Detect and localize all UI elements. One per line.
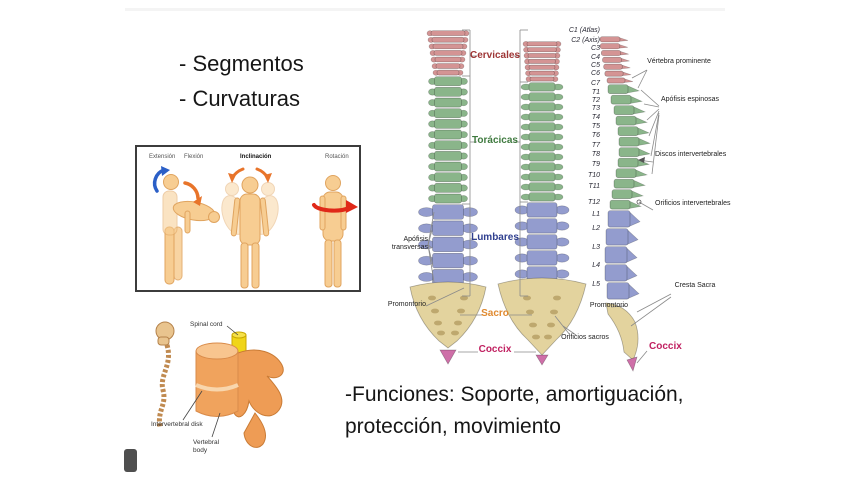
- vertebra-label-t1: T1: [591, 89, 600, 96]
- bullet-list: - Segmentos - Curvaturas: [179, 46, 304, 116]
- label-coccix-lateral: Coccix: [649, 341, 682, 352]
- vertebra-figure: Spinal cord Intervertebral disk Vertebra…: [135, 313, 297, 469]
- functions-line-2: protección, movimiento: [345, 415, 561, 438]
- vertebra-label-t11: T11: [588, 183, 600, 190]
- vertebra-label-t6: T6: [591, 132, 600, 139]
- label-flexion: Flexión: [184, 154, 204, 160]
- vertebra-illustration: [155, 321, 284, 448]
- spine-illustration: [409, 29, 672, 372]
- region-label-cervicales: Cervicales: [469, 50, 521, 61]
- vertebra-label-t8: T8: [591, 151, 600, 158]
- vertebra-label-l4: L4: [592, 262, 600, 269]
- label-orificios-sacros: Orificios sacros: [561, 334, 609, 341]
- label-apofisis-transversas: Apófisis transversas: [391, 236, 428, 251]
- vertebra-label-c2: C2 (Axis): [571, 37, 600, 44]
- vertebra-label-t3: T3: [591, 105, 600, 112]
- bullet-segmentos: - Segmentos: [179, 51, 304, 76]
- label-intervertebral-disk: Intervertebral disk: [151, 421, 203, 428]
- vertebra-label-t9: T9: [591, 161, 600, 168]
- label-inclinacion: Inclinación: [240, 154, 272, 160]
- label-cresta-sacra: Cresta Sacra: [674, 282, 716, 289]
- vertebra-label-l1: L1: [592, 211, 600, 218]
- region-label-sacro: Sacro: [481, 308, 509, 319]
- vertebra-label-l2: L2: [592, 225, 600, 232]
- vertebra-label-c5: C5: [591, 62, 600, 69]
- region-label-coccix: Coccix: [478, 344, 512, 355]
- vertebra-label-l5: L5: [592, 281, 600, 288]
- vertebra-label-t12: T12: [587, 199, 600, 206]
- vertebra-label-t2: T2: [591, 97, 600, 104]
- vertebra-label-c7: C7: [591, 80, 600, 87]
- bullet-curvaturas: - Curvaturas: [179, 86, 301, 111]
- region-label-lumbares: Lumbares: [471, 232, 519, 243]
- functions-text: -Funciones: Soporte, amortiguación, prot…: [345, 379, 684, 443]
- label-discos-intervertebrales: Discos intervertebrales: [655, 151, 727, 158]
- region-label-torácicas: Torácicas: [472, 135, 518, 146]
- label-orificios-intervertebrales: Orificios intervertebrales: [655, 200, 731, 207]
- slide-top-strip: [125, 8, 725, 11]
- label-vertebral-body: Vertebral body: [193, 439, 220, 454]
- vertebra-label-t7: T7: [591, 142, 600, 149]
- vertebra-label-t5: T5: [591, 123, 600, 130]
- vertebra-label-c3: C3: [591, 45, 600, 52]
- vertebra-label-c1: C1 (Atlas): [568, 27, 600, 34]
- label-promontorio-left: Promontorio: [387, 301, 426, 308]
- vertebra-label-l3: L3: [592, 244, 600, 251]
- vertebra-label-c4: C4: [591, 54, 600, 61]
- label-rotacion: Rotación: [325, 154, 349, 160]
- label-extension: Extensión: [149, 154, 176, 160]
- vertebra-label-t10: T10: [587, 172, 600, 179]
- label-promontorio-right: Promontorio: [589, 302, 628, 309]
- movement-figure: Extensión Flexión Inclinación Rotación: [135, 145, 361, 292]
- label-apofisis-espinosas: Apófisis espinosas: [661, 96, 719, 103]
- label-spinal-cord: Spinal cord: [190, 321, 223, 328]
- label-vertebra-prominente: Vértebra prominente: [647, 58, 711, 65]
- vertebra-label-t4: T4: [591, 114, 600, 121]
- collapsed-panel-handle[interactable]: [124, 449, 137, 472]
- movement-illustration: [152, 166, 358, 289]
- functions-line-1: -Funciones: Soporte, amortiguación,: [345, 383, 684, 406]
- vertebra-label-c6: C6: [591, 70, 600, 77]
